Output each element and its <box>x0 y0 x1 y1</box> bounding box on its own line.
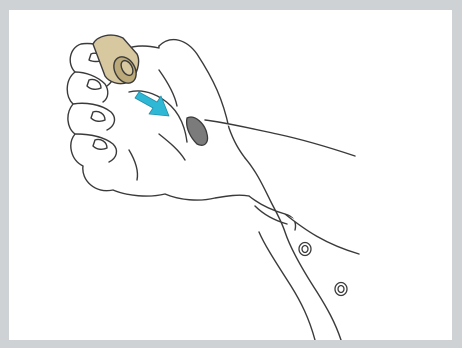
hand-device-illustration <box>66 34 360 340</box>
cap-icon <box>92 34 140 85</box>
tube-holes-icon <box>298 241 348 297</box>
device-button-icon <box>185 116 209 146</box>
illustration-panel <box>9 10 452 340</box>
direction-arrow-icon <box>134 91 170 117</box>
